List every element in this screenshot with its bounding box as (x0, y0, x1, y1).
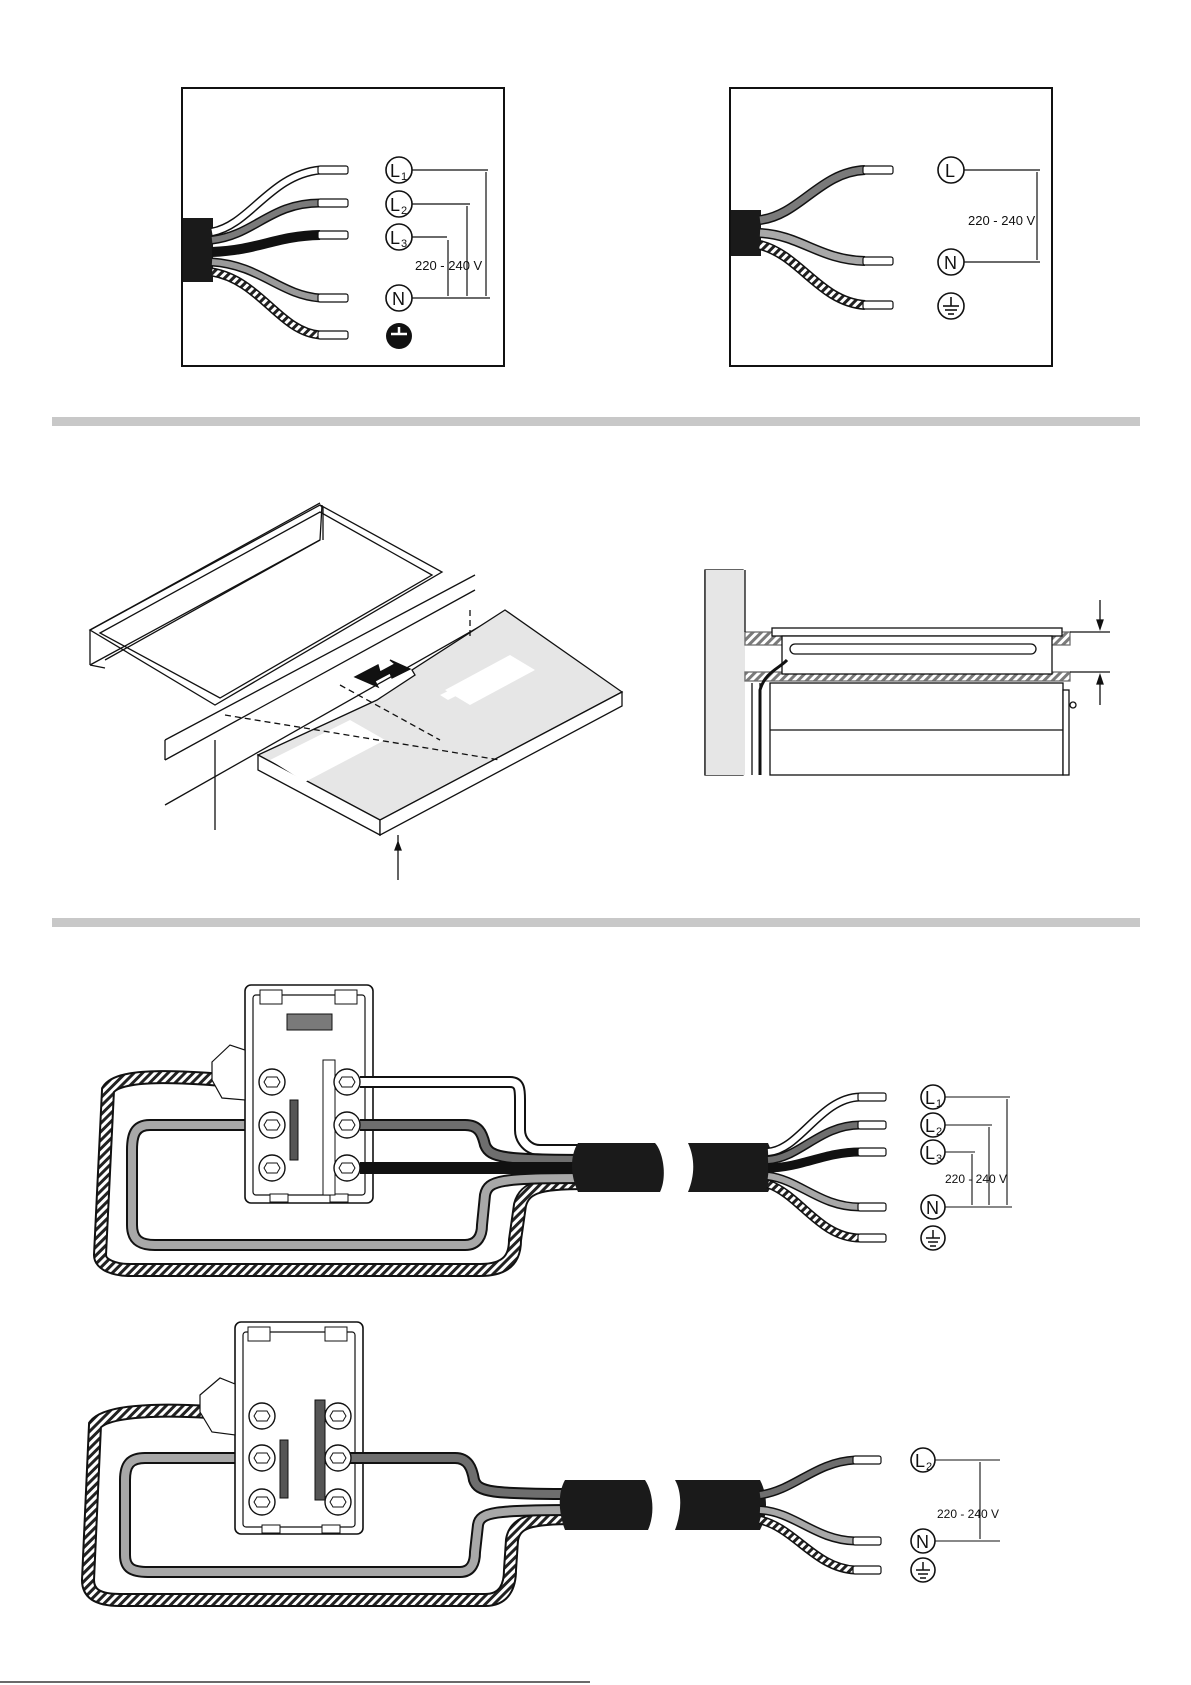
svg-text:3: 3 (401, 238, 407, 250)
label-N: N (921, 1195, 945, 1219)
svg-text:L: L (390, 228, 400, 248)
svg-text:L: L (925, 1143, 935, 1163)
label-L1: L 1 (386, 157, 412, 183)
svg-text:2: 2 (926, 1461, 932, 1473)
label-N: N (386, 285, 412, 311)
ground-icon (921, 1226, 945, 1250)
svg-text:L: L (925, 1116, 935, 1136)
terminal-block-1phase: L 2 N 220 - 240 V (88, 1322, 1000, 1600)
svg-text:N: N (944, 253, 957, 273)
label-L3: L 3 (921, 1140, 945, 1165)
terminal-block-3phase: L 1 L 2 L 3 N (100, 985, 1012, 1270)
svg-text:L: L (915, 1451, 925, 1471)
svg-text:N: N (916, 1532, 929, 1552)
cross-section-illustration (705, 570, 1110, 775)
svg-text:L: L (925, 1088, 935, 1108)
voltage-label: 220 - 240 V (968, 213, 1036, 228)
label-L1: L 1 (921, 1085, 945, 1110)
section-divider (52, 417, 1140, 426)
label-L2: L 2 (921, 1113, 945, 1138)
countertop-cutout-illustration (90, 503, 622, 880)
ground-icon (938, 293, 964, 319)
svg-text:N: N (926, 1198, 939, 1218)
label-L3: L 3 (386, 224, 412, 250)
label-L2: L 2 (911, 1448, 935, 1473)
svg-text:1: 1 (401, 171, 407, 183)
section-divider (52, 918, 1140, 927)
voltage-label: 220 - 240 V (415, 258, 483, 273)
svg-text:L: L (945, 161, 955, 181)
ground-icon (386, 323, 412, 349)
svg-text:3: 3 (936, 1153, 942, 1165)
label-L2: L 2 (386, 191, 412, 217)
svg-text:1: 1 (936, 1098, 942, 1110)
ground-icon (911, 1558, 935, 1582)
label-N: N (938, 249, 964, 275)
svg-text:L: L (390, 161, 400, 181)
panel-3phase-cable: L 1 L 2 L 3 N (182, 88, 504, 366)
panel-1phase-cable: L N 220 - 240 V (730, 88, 1052, 366)
label-N: N (911, 1529, 935, 1553)
svg-text:2: 2 (936, 1126, 942, 1138)
label-L: L (938, 157, 964, 183)
svg-text:L: L (390, 195, 400, 215)
svg-text:N: N (392, 289, 405, 309)
voltage-label: 220 - 240 V (937, 1507, 999, 1521)
voltage-label: 220 - 240 V (945, 1172, 1007, 1186)
svg-text:2: 2 (401, 205, 407, 217)
